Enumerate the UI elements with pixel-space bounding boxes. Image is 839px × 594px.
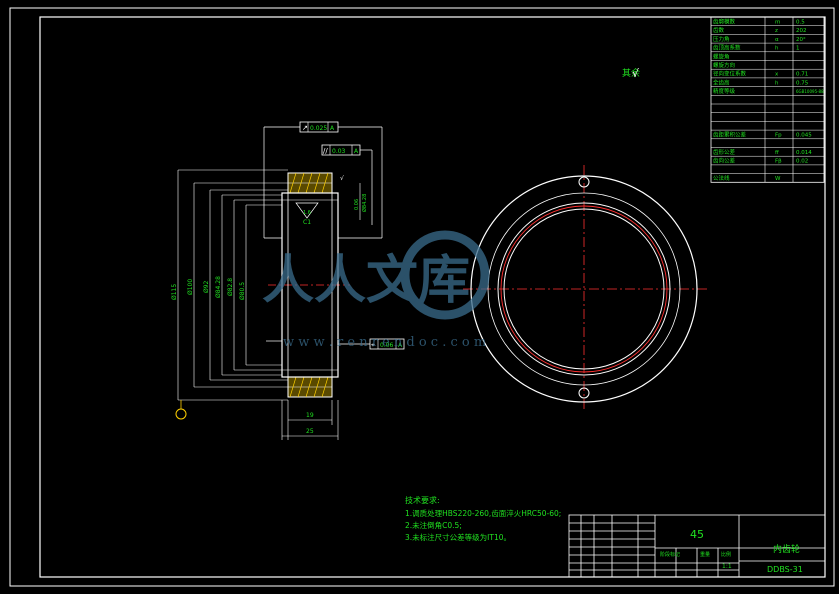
dim-chamfer: C1 (303, 219, 311, 226)
tech-line-2: 2.未注倒角C0.5; (405, 520, 462, 530)
gear-param-symbol: m (775, 20, 780, 26)
gear-param-symbol: ff (775, 150, 779, 156)
dim-right-1: 0.06 (354, 199, 360, 210)
datum-a-marker (175, 408, 187, 420)
front-view (463, 165, 707, 412)
gear-param-symbol: W (775, 176, 781, 182)
bolt-hole-bottom (578, 387, 590, 399)
gear-param-symbol: h (775, 80, 779, 86)
dim-d6: Ø80.5 (239, 282, 246, 300)
parallelism-icon: // (323, 147, 328, 155)
root-circle (497, 202, 671, 376)
material-label: 45 (690, 528, 704, 541)
gear-param-name: 齿形公差 (713, 148, 736, 156)
gear-body (281, 192, 339, 378)
roughness-note: 其余 (622, 67, 640, 79)
tech-line-3: 3.未标注尺寸公差等级为IT10。 (405, 532, 511, 542)
gear-param-symbol: z (775, 28, 778, 34)
gear-param-name: 齿向公差 (713, 157, 736, 165)
watermark-logo-ring (400, 230, 490, 320)
bolt-hole-top (578, 176, 590, 188)
gear-param-name: 径向变位系数 (713, 70, 747, 78)
gear-param-value: 202 (796, 28, 807, 34)
roughness-small-icon: √ (340, 175, 344, 182)
gear-param-name: 公法线 (713, 174, 730, 182)
gear-param-value: 0.75 (796, 80, 809, 86)
datum-label-2: A (354, 148, 359, 155)
gear-table-frame (710, 16, 825, 183)
diameter-dimensions (177, 169, 288, 401)
pitch-circle (500, 205, 668, 373)
gear-parameter-table: 齿廓模数 m 0.5 齿数 z 202 压力角 α 20° 齿顶高系数 h 1 螺旋角螺旋方向径向变位系… (710, 16, 825, 183)
stage-label: 阶段标记 (660, 551, 680, 558)
dim-d2: Ø100 (187, 279, 194, 295)
bolt-circle (487, 192, 681, 386)
gear-param-symbol: α (775, 37, 779, 43)
datum-label-1: A (330, 125, 335, 132)
dim-width-outer: 25 (306, 428, 314, 435)
gear-param-name: 螺旋角 (713, 52, 730, 60)
gear-param-value: 6GB10095-88 (796, 89, 824, 94)
technical-requirements: 技术要求: 1.调质处理HBS220-260,齿面淬火HRC50-60; 2.未… (405, 495, 561, 542)
gear-param-symbol: Fβ (775, 159, 782, 165)
part-name: 内齿轮 (773, 543, 800, 555)
tolerance-value-1: 0.025 (310, 125, 327, 132)
gear-param-symbol: h (775, 46, 779, 52)
gear-param-value: 0.014 (796, 150, 812, 156)
gear-param-value: 0.045 (796, 133, 812, 139)
dim-d4: Ø84.28 (215, 276, 222, 298)
watermark: 人人文库 w w w . r e n r e n d o c . c o m (262, 230, 490, 350)
gear-param-value: 0.02 (796, 159, 808, 165)
weight-label: 重量 (700, 551, 710, 558)
scale-label: 比例 (721, 551, 731, 558)
scale-value: 1:1 (722, 563, 732, 570)
gear-param-name: 全齿高 (713, 78, 730, 86)
gear-param-value: 0.71 (796, 72, 808, 78)
gear-param-name: 齿廓模数 (713, 18, 736, 26)
inner-frame (39, 16, 826, 578)
gear-param-name: 精度等级 (713, 87, 736, 95)
title-block (568, 514, 826, 578)
datum-label-3: A (398, 342, 403, 349)
dim-width-inner: 19 (306, 412, 314, 419)
gear-param-value: 1 (796, 46, 800, 52)
dim-d5: Ø82.8 (227, 278, 234, 296)
watermark-url: w w w . r e n r e n d o c . c o m (283, 335, 486, 350)
tolerance-value-3: 0.06 (380, 342, 394, 349)
gear-param-symbol: Fp (775, 133, 782, 139)
tolerance-value-2: 0.03 (332, 148, 346, 155)
runout-icon: ↗ (302, 124, 308, 132)
dim-d1: Ø115 (171, 284, 178, 300)
gear-param-symbol: x (775, 72, 779, 78)
watermark-text: 人人文库 (262, 250, 470, 311)
roughness-icon: √ (632, 67, 640, 80)
drawing-code: DDBS-31 (767, 565, 803, 574)
gear-param-name: 螺旋方向 (713, 61, 735, 69)
gear-param-value: 0.5 (796, 20, 805, 26)
outer-frame (9, 7, 835, 587)
gear-param-name: 压力角 (713, 35, 730, 43)
gear-param-value: 20° (796, 37, 806, 43)
gear-param-name: 齿距累积公差 (713, 131, 747, 139)
dim-d3: Ø92 (203, 280, 210, 293)
gear-param-name: 齿数 (713, 26, 725, 34)
flatness-icon: ⌖ (371, 341, 375, 349)
tech-line-1: 1.调质处理HBS220-260,齿面淬火HRC50-60; (405, 508, 561, 518)
section-view: 1.6 C1 ↗ 0.025 A // 0.03 A ⌖ 0.06 A (171, 121, 405, 440)
outer-circle (470, 175, 698, 403)
dim-inner-label: 1.6 (303, 210, 311, 216)
gear-param-name: 齿顶高系数 (713, 44, 741, 52)
dim-right-2: Ø84.28 (361, 194, 368, 212)
tech-title: 技术要求: (405, 495, 440, 505)
tip-circle (503, 208, 665, 370)
